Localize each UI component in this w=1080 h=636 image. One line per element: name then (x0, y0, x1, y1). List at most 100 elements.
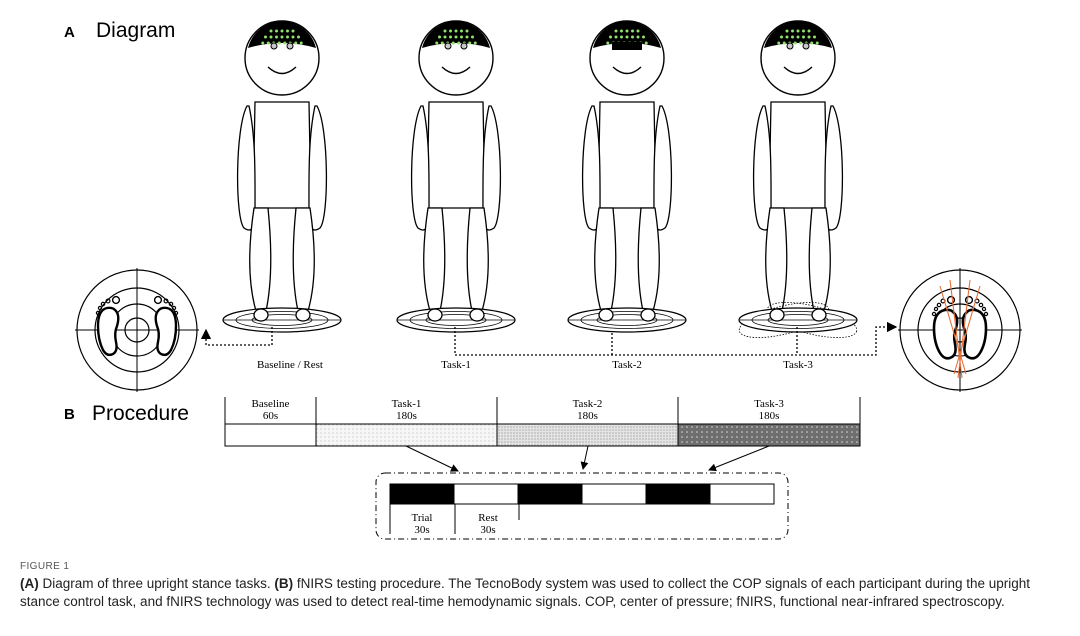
mouth (783, 66, 813, 75)
right-eye-icon (802, 42, 810, 50)
timeline-bar (224, 423, 317, 447)
mouth (441, 66, 471, 75)
eye-mask-icon (612, 42, 642, 50)
torso (768, 101, 828, 209)
caption-a-text: Diagram of three upright stance tasks. (38, 576, 275, 591)
right-foot (295, 308, 311, 322)
fnirs-sensor-icon (269, 29, 273, 33)
cop-plot-left (75, 268, 199, 392)
segment-duration: 60s (263, 410, 278, 422)
fnirs-sensor-icon (435, 41, 439, 45)
trial-label: Trial (412, 512, 433, 524)
fnirs-sensor-icon (449, 35, 452, 39)
fnirs-sensor-icon (443, 35, 447, 39)
fnirs-sensor-icon (283, 41, 287, 45)
rest-block (581, 483, 647, 505)
right-eye-icon (286, 42, 294, 50)
panel-b-letter: B (64, 406, 75, 423)
fnirs-sensor-icon (631, 35, 634, 39)
fnirs-sensor-icon (636, 29, 640, 33)
fnirs-sensor-icon (473, 41, 477, 45)
left-foot (253, 308, 269, 322)
right-arm (308, 105, 328, 231)
fnirs-sensor-icon (266, 41, 270, 45)
fnirs-sensor-icon (791, 29, 794, 33)
panel-b-title: Procedure (92, 402, 189, 425)
fnirs-sensor-icon (454, 29, 458, 33)
caption-b-text: fNIRS testing procedure. The TecnoBody s… (20, 576, 1031, 609)
fnirs-sensor-icon (791, 35, 794, 39)
sway-ellipse (738, 302, 830, 338)
fnirs-sensor-icon (614, 35, 618, 39)
fnirs-sensor-icon (297, 35, 300, 39)
left-leg (249, 207, 272, 312)
right-foot (811, 308, 827, 322)
fnirs-sensor-icon (291, 29, 295, 33)
fnirs-sensor-icon (286, 29, 289, 33)
fnirs-sensor-icon (460, 29, 463, 33)
fnirs-sensor-icon (451, 41, 455, 45)
right-leg (808, 207, 831, 312)
fnirs-sensor-icon (807, 29, 811, 33)
mouth (612, 66, 642, 75)
figure-label: Task-3 (783, 359, 813, 371)
fnirs-cap (593, 21, 661, 48)
segment-name: Task-2 (573, 398, 603, 410)
right-arm (653, 105, 673, 231)
sway-ellipse (766, 302, 858, 338)
figure-label: Task-1 (441, 359, 471, 371)
trial-block (389, 483, 455, 505)
cop-plot-right (898, 268, 1022, 392)
fnirs-sensor-icon (606, 41, 610, 45)
fnirs-sensor-icon (438, 35, 441, 39)
fnirs-sensor-icon (785, 35, 789, 39)
block-design: Trial 30s Rest 30s (375, 472, 789, 540)
left-eye-icon (444, 42, 452, 50)
fnirs-sensor-icon (796, 35, 800, 39)
fnirs-sensor-icon (796, 29, 800, 33)
right-leg (637, 207, 660, 312)
fnirs-sensor-icon (280, 35, 284, 39)
fnirs-sensor-icon (609, 35, 612, 39)
figure-2: Task-1 (396, 20, 516, 371)
right-foot (640, 308, 656, 322)
fnirs-sensor-icon (810, 41, 814, 45)
fnirs-sensor-icon (275, 29, 278, 33)
segment-name: Baseline (252, 398, 290, 410)
figure-1: Baseline / Rest (222, 20, 342, 371)
fnirs-sensor-icon (807, 35, 811, 39)
right-arm (824, 105, 844, 231)
fnirs-sensor-icon (802, 29, 805, 33)
timeline-bar (677, 423, 861, 447)
segment-name: Task-1 (392, 398, 422, 410)
rest-block (453, 483, 519, 505)
trial-duration: 30s (414, 524, 429, 536)
left-eye-icon (786, 42, 794, 50)
left-leg (594, 207, 617, 312)
block-sequence (389, 483, 775, 505)
fnirs-sensor-icon (782, 41, 786, 45)
footprint-left-icon (95, 295, 121, 357)
right-foot (469, 308, 485, 322)
fnirs-sensor-icon (291, 35, 295, 39)
timeline-bar (315, 423, 498, 447)
torso (252, 101, 312, 209)
segment-duration: 180s (759, 410, 780, 422)
procedure-timeline: Baseline60sTask-1180sTask-2180sTask-3180… (224, 397, 861, 447)
footprint-right-icon (961, 295, 989, 360)
panel-a-letter: A (64, 24, 75, 41)
rest-label: Rest (478, 512, 498, 524)
fnirs-sensor-icon (642, 35, 645, 39)
caption-text: (A) Diagram of three upright stance task… (20, 575, 1065, 611)
left-arm (410, 105, 430, 231)
figure-caption: FIGURE 1 (A) Diagram of three upright st… (20, 561, 1065, 611)
fnirs-sensor-icon (264, 35, 267, 39)
caption-b-tag: (B) (274, 576, 294, 591)
fnirs-sensor-icon (636, 35, 640, 39)
left-foot (598, 308, 614, 322)
rest-block (709, 483, 775, 505)
fnirs-sensor-icon (780, 35, 783, 39)
